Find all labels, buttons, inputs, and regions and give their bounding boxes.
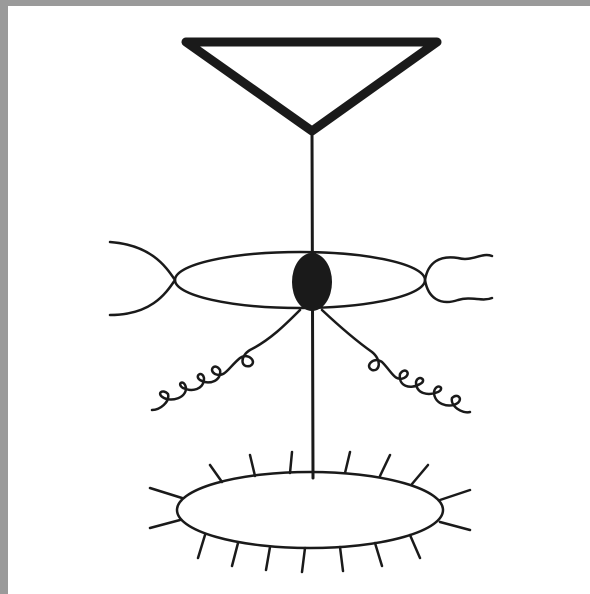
bottom-oval (177, 472, 443, 548)
triangle-head (186, 42, 437, 131)
left-branch-tendrils (110, 242, 175, 315)
right-coil-tendril (322, 310, 470, 412)
left-coil-tendril (152, 310, 300, 410)
dark-nucleus (292, 253, 332, 311)
right-branch-tendrils (425, 255, 492, 302)
bottom-oval-spikes (150, 452, 470, 572)
